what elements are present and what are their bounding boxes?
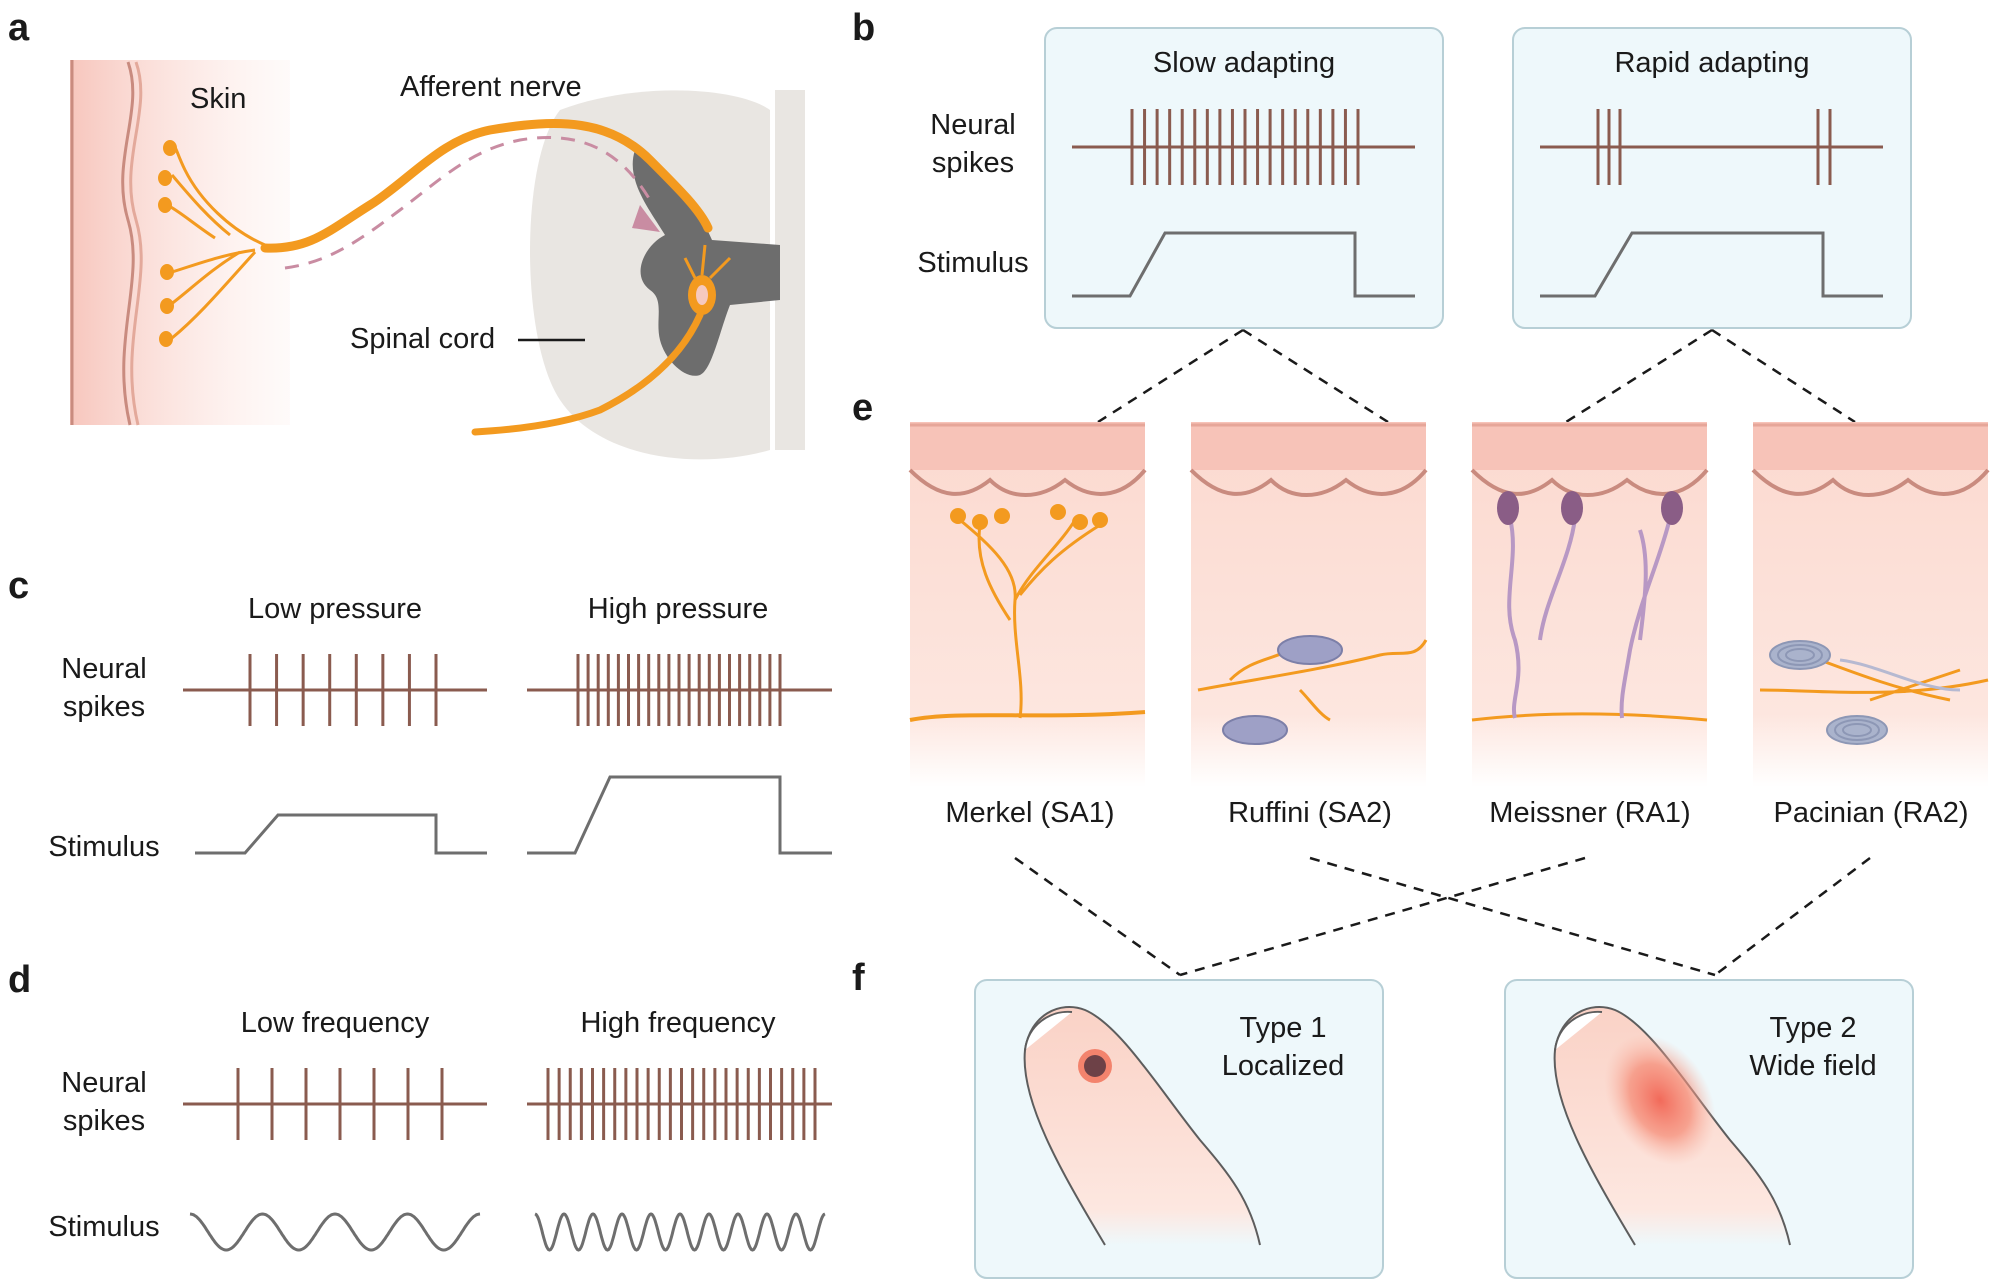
interneuron-axon [471, 311, 704, 436]
title-high-pressure: High pressure [588, 593, 769, 625]
panel-c: c Low pressure High pressure Neural spik… [8, 565, 832, 863]
skin-block-ruffini [1189, 422, 1428, 787]
title-low-frequency: Low frequency [241, 1007, 430, 1039]
b-slow-stimulus-trace [1072, 231, 1415, 298]
grey-matter [632, 150, 780, 376]
nerve-ending-bulbs [158, 140, 177, 347]
afferent-nerve-fiber [260, 119, 713, 253]
d-low-stimulus-sine [189, 1212, 481, 1252]
e-to-f-connectors [1014, 856, 1871, 977]
skin-block-merkel [908, 422, 1147, 787]
c-low-spike-train [248, 654, 438, 726]
skin-blocks [908, 422, 1990, 787]
panel-letter-d: d [8, 959, 31, 1001]
merkel-receptor [909, 504, 1146, 722]
panel-d: d Low frequency High frequency Neural sp… [8, 959, 832, 1252]
type2-title: Type 2 [1769, 1012, 1856, 1044]
b-slow-spike-train [1130, 109, 1360, 185]
panel-e: e [852, 387, 1990, 977]
type2-fingernail [1554, 1010, 1603, 1051]
title-rapid-adapting: Rapid adapting [1614, 47, 1809, 79]
c-high-stimulus-trace [527, 775, 832, 855]
meissner-receptor [1471, 491, 1708, 722]
label-meissner: Meissner (RA1) [1489, 797, 1690, 829]
type2-receptive-field [1604, 1034, 1716, 1166]
label-pacinian: Pacinian (RA2) [1773, 797, 1968, 829]
title-low-pressure: Low pressure [248, 593, 422, 625]
spinal-cord-midline [775, 90, 805, 450]
label-c-spikes: spikes [63, 691, 145, 723]
label-c-stimulus: Stimulus [48, 831, 159, 863]
type1-subtitle: Localized [1222, 1050, 1345, 1082]
label-b-stimulus: Stimulus [917, 247, 1028, 279]
label-b-neural: Neural [930, 109, 1015, 141]
d-high-stimulus-sine [534, 1212, 826, 1252]
label-skin: Skin [190, 83, 246, 115]
d-high-spike-train [546, 1068, 817, 1140]
type2-subtitle: Wide field [1749, 1050, 1876, 1082]
label-afferent-nerve: Afferent nerve [400, 71, 582, 103]
panel-letter-c: c [8, 565, 29, 607]
type1-receptive-field-spot [1084, 1055, 1106, 1077]
b-rapid-spike-train [1596, 109, 1832, 185]
panel-letter-b: b [852, 7, 875, 49]
skin-region [70, 60, 290, 425]
interneuron-dendrites [683, 244, 732, 280]
b-rapid-stimulus-trace [1540, 231, 1883, 298]
panel-letter-e: e [852, 387, 873, 429]
label-merkel: Merkel (SA1) [945, 797, 1114, 829]
label-spinal-cord: Spinal cord [350, 323, 495, 355]
epidermis-boundary [121, 61, 135, 426]
title-slow-adapting: Slow adapting [1153, 47, 1335, 79]
interneuron-nucleus [696, 285, 708, 305]
type1-fingernail [1024, 1010, 1073, 1051]
signal-direction-arrowhead [632, 205, 660, 232]
c-low-stimulus-trace [195, 813, 487, 855]
type1-title: Type 1 [1239, 1012, 1326, 1044]
title-high-frequency: High frequency [580, 1007, 776, 1039]
panel-a: a [8, 7, 805, 460]
label-b-spikes: spikes [932, 147, 1014, 179]
panel-letter-a: a [8, 7, 30, 49]
panel-b: b Neural spikes Stimulus Slow adapting R… [852, 7, 1912, 424]
d-low-spike-train [236, 1068, 444, 1140]
label-d-neural: Neural [61, 1067, 146, 1099]
epidermis-boundary-inner [129, 61, 143, 426]
c-high-spike-train [576, 654, 782, 726]
panel-letter-f: f [852, 957, 865, 999]
b-to-e-connectors [1097, 328, 1856, 424]
label-d-spikes: spikes [63, 1105, 145, 1137]
ruffini-receptor [1197, 635, 1428, 745]
label-c-neural: Neural [61, 653, 146, 685]
panel-f: f Type 1 Localized Type 2 Wide field [852, 957, 1914, 1279]
label-d-stimulus: Stimulus [48, 1211, 159, 1243]
rapid-adapting-box [1512, 27, 1912, 329]
pacinian-receptor [1759, 640, 1989, 745]
label-ruffini: Ruffini (SA2) [1228, 797, 1392, 829]
